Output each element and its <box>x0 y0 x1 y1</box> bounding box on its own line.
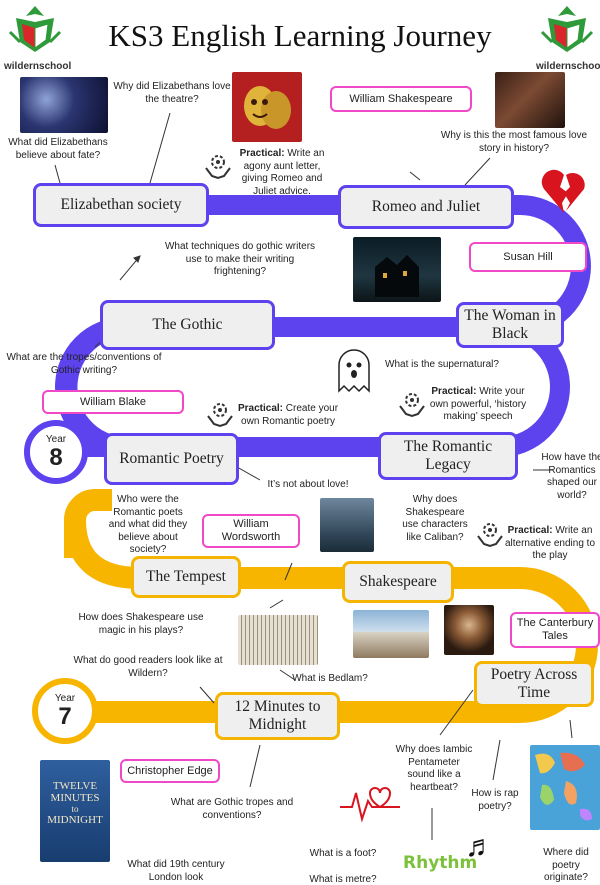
question-poetry-originate: Where did poetry originate? <box>543 847 589 883</box>
question-tropes: What are the tropes/conventions of Gothi… <box>6 352 162 376</box>
gothic-mansion-image <box>353 237 441 302</box>
book-title-line2: MINUTES <box>50 792 100 804</box>
author-christopher-edge: Christopher Edge <box>120 759 220 783</box>
map-icon <box>535 752 592 821</box>
school-logo-left: wildernschool <box>4 2 72 72</box>
heartbeat-icon <box>340 783 400 828</box>
shakespeare-portrait-image <box>444 605 494 655</box>
practical-text: Create your own Romantic poetry <box>241 403 339 427</box>
question-iambic: Why does Iambic Pentameter sound like a … <box>395 744 473 793</box>
book-title-line3: to <box>71 804 79 814</box>
practical-icon <box>207 403 233 428</box>
unit-romeo-and-juliet: Romeo and Juliet <box>338 185 514 229</box>
practical-text: Write your own powerful, ‘history making… <box>429 386 527 422</box>
mansion-icon <box>375 255 419 297</box>
practical-agony-aunt: Practical: Write an agony aunt letter, g… <box>230 148 334 198</box>
masks-icon <box>244 86 291 129</box>
practical-text: Write an agony aunt letter, giving Romeo… <box>241 148 325 197</box>
year-number: 7 <box>58 702 72 730</box>
book-title-line1: TWELVE <box>52 780 98 792</box>
unit-shakespeare: Shakespeare <box>342 561 454 603</box>
globe-theatre-image <box>353 610 429 658</box>
author-william-blake: William Blake <box>42 390 184 414</box>
question-caliban: Why does Shakespeare use characters like… <box>402 494 468 543</box>
unit-twelve-minutes: 12 Minutes to Midnight <box>215 692 340 740</box>
year-7-badge: Year 7 <box>32 678 98 744</box>
world-map-image <box>530 745 600 830</box>
unit-elizabethan-society: Elizabethan society <box>33 183 209 227</box>
question-love-theatre: Why did Elizabethans love the theatre? <box>113 81 231 105</box>
question-magic: How does Shakespeare use magic in his pl… <box>78 612 204 636</box>
question-gothic-techniques: What techniques do gothic writers use to… <box>164 241 316 277</box>
practical-label: Practical: <box>507 525 553 536</box>
practical-text: Write an alternative ending to the play <box>504 525 596 561</box>
year-label: Year <box>45 433 67 445</box>
question-victorian-london: What did 19th century London look <box>127 859 225 883</box>
theatre-masks-image <box>232 72 302 142</box>
author-william-shakespeare: William Shakespeare <box>330 86 472 112</box>
question-bedlam: What is Bedlam? <box>292 673 368 684</box>
question-not-love: It’s not about love! <box>267 479 349 490</box>
starry-sky-image <box>20 77 108 133</box>
music-notes-icon: ♬ <box>465 830 495 863</box>
unit-romantic-legacy: The Romantic Legacy <box>378 432 518 480</box>
practical-history-speech: Practical: Write your own powerful, ‘his… <box>426 386 530 424</box>
author-canterbury-tales: The Canterbury Tales <box>510 612 600 648</box>
unit-poetry-across-time: Poetry Across Time <box>474 661 594 707</box>
author-susan-hill: Susan Hill <box>469 242 587 272</box>
year-8-badge: Year 8 <box>24 420 88 484</box>
bedlam-engraving-image <box>238 615 318 665</box>
practical-alternative-ending: Practical: Write an alternative ending t… <box>500 525 600 563</box>
practical-icon <box>205 155 231 180</box>
book-title-line4: MIDNIGHT <box>47 814 103 826</box>
shipwreck-image <box>320 498 374 552</box>
ghost-icon <box>333 345 375 398</box>
school-logo-right: wildernschool <box>536 2 600 72</box>
wildern-crest-icon <box>540 6 594 52</box>
question-romantic-poets: Who were the Romantic poets and what did… <box>108 494 188 555</box>
year7-track <box>64 489 112 558</box>
year-number: 8 <box>49 443 63 471</box>
question-rap: How is rap poetry? <box>471 788 519 812</box>
question-fate: What did Elizabethans believe about fate… <box>8 137 108 161</box>
question-good-readers: What do good readers look like at Wilder… <box>73 655 223 679</box>
year-label: Year <box>54 692 76 704</box>
practical-romantic-poetry: Practical: Create your own Romantic poet… <box>236 403 340 428</box>
wildern-crest-icon <box>8 6 62 52</box>
broken-heart-icon <box>540 165 588 220</box>
question-foot: What is a foot? <box>309 848 377 859</box>
practical-icon <box>477 523 503 548</box>
page-title: KS3 English Learning Journey <box>108 18 492 53</box>
practical-icon <box>399 393 425 418</box>
logo-text: wildernschool <box>536 61 600 72</box>
question-famous-love: Why is this the most famous love story i… <box>440 130 588 154</box>
question-romantics-shaped: How have the Romantics shaped our world? <box>541 452 600 501</box>
practical-label: Practical: <box>237 403 283 414</box>
unit-woman-in-black: The Woman in Black <box>456 302 564 348</box>
question-supernatural: What is the supernatural? <box>385 359 499 370</box>
logo-text: wildernschool <box>4 61 72 72</box>
question-metre: What is metre? <box>309 874 377 885</box>
unit-romantic-poetry: Romantic Poetry <box>104 433 239 485</box>
rhythm-word-icon: Rhythm <box>403 853 478 873</box>
practical-label: Practical: <box>239 148 285 159</box>
romeo-juliet-image <box>495 72 565 128</box>
author-william-wordsworth: William Wordsworth <box>202 514 300 548</box>
unit-the-gothic: The Gothic <box>100 300 275 350</box>
question-gothic-conventions: What are Gothic tropes and conventions? <box>170 797 294 821</box>
unit-the-tempest: The Tempest <box>131 556 241 598</box>
book-cover-image: TWELVE MINUTES to MIDNIGHT <box>40 760 110 862</box>
practical-label: Practical: <box>431 386 477 397</box>
